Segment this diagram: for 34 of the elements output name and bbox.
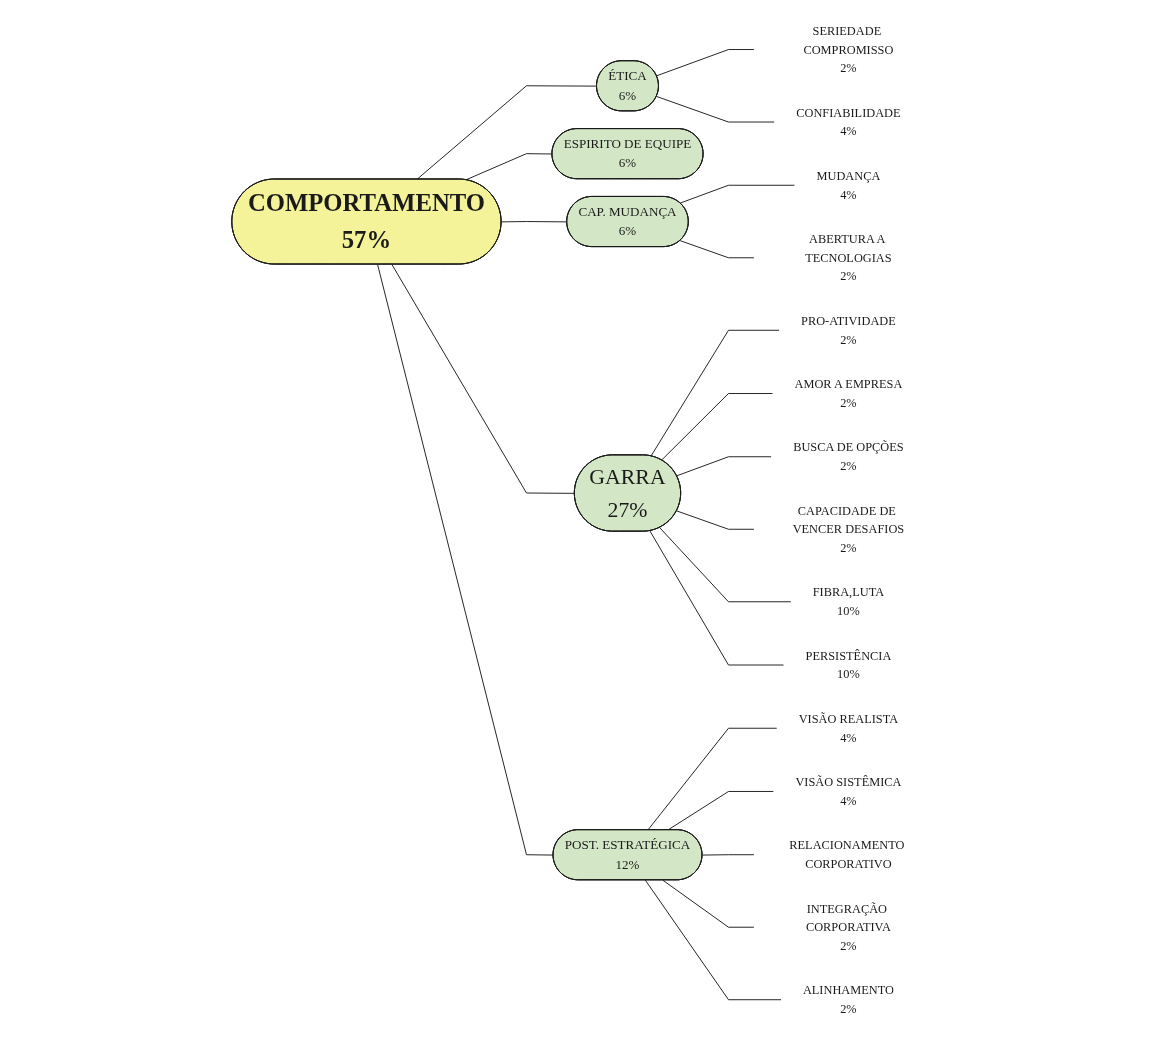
node-text: BUSCA DE OPÇÕES 2% xyxy=(792,439,904,473)
connector xyxy=(679,239,754,258)
node-text: VISÃO REALISTA 4% xyxy=(798,711,898,744)
node-text: VISÃO SISTÊMICA 4% xyxy=(795,774,902,807)
node-text: AMOR A EMPRESA 2% xyxy=(794,376,902,410)
node-text: MUDANÇA 4% xyxy=(816,168,880,201)
connector xyxy=(391,263,575,494)
connector xyxy=(701,853,754,856)
connector xyxy=(650,329,780,457)
connector xyxy=(655,95,775,122)
connector xyxy=(667,790,774,830)
node-text: SERIEDADE COMPROMISSO 2% xyxy=(803,23,894,75)
node-text: PERSISTÊNCIA 10% xyxy=(805,648,891,681)
node-text: CAPACIDADE DE VENCER DESAFIOS 2% xyxy=(792,503,904,555)
connector xyxy=(644,879,782,1000)
node-text: CONFIABILIDADE 4% xyxy=(795,105,901,138)
node-text: INTEGRAÇÃO CORPORATIVA 2% xyxy=(805,901,891,952)
connector xyxy=(500,220,568,222)
connector xyxy=(649,529,784,665)
connector xyxy=(679,184,795,204)
node-text: PRO-ATIVIDADE 2% xyxy=(800,313,896,346)
connector xyxy=(675,509,754,530)
connector xyxy=(658,526,791,602)
node-text: ABERTURA A TECNOLOGIAS 2% xyxy=(804,231,892,283)
node-text: FIBRA,LUTA 10% xyxy=(812,584,884,618)
connector xyxy=(647,727,777,830)
connector xyxy=(661,879,754,928)
connector xyxy=(376,263,554,856)
node-text: ALINHAMENTO 2% xyxy=(802,982,894,1016)
connector xyxy=(660,392,773,461)
connector xyxy=(655,48,754,76)
connector xyxy=(675,455,772,476)
node-text: RELACIONAMENTO CORPORATIVO xyxy=(788,837,905,871)
connector xyxy=(416,84,597,180)
